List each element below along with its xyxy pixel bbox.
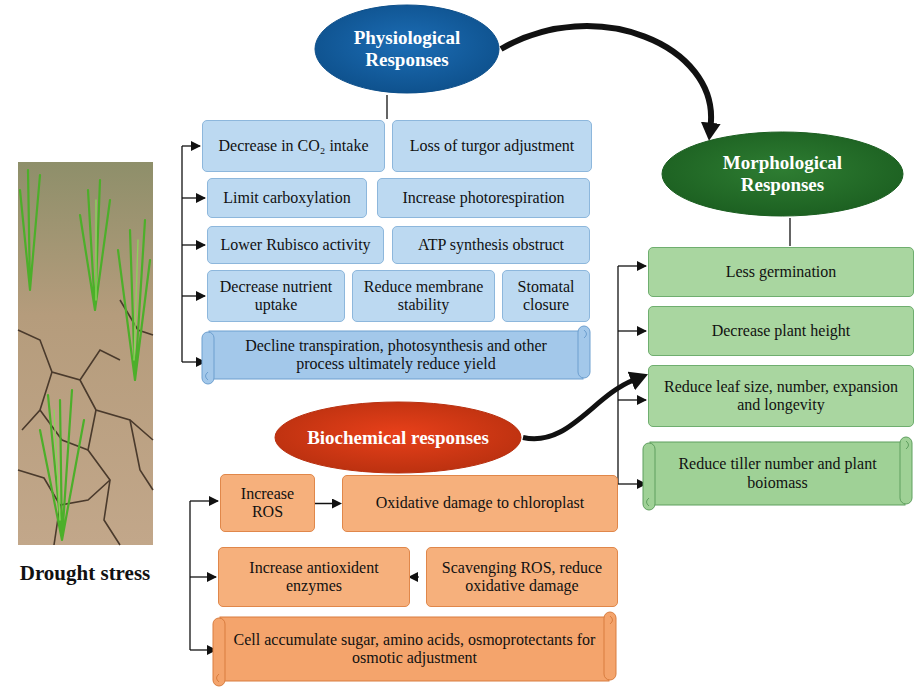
physiological-box: Decrease in CO₂ intake [202, 120, 385, 172]
node-text: Limit carboxylation [223, 189, 351, 207]
physiological-box: Decrease nutrient uptake [207, 270, 345, 322]
node-text: ATP synthesis obstruct [418, 236, 564, 254]
arrow-connector [410, 576, 418, 578]
node-text: Decrease plant height [712, 322, 851, 340]
node-text: Reduce leaf size, number, expansion and … [655, 378, 907, 415]
node-text: Cell accumulate sugar, amino acids, osmo… [231, 631, 598, 668]
biochemical-box: Scavenging ROS, reduce oxidative damage [426, 547, 618, 607]
node-text: Loss of turgor adjustment [410, 137, 575, 155]
node-text: Decline transpiration, photosynthesis an… [220, 337, 572, 374]
node-text: Physiological Responses [339, 27, 475, 71]
curved-arrow [523, 380, 633, 439]
category-ellipse: Physiological Responses [313, 3, 501, 95]
node-text: Stomatal closure [509, 278, 583, 315]
biochemical-box: Increase ROS [220, 474, 315, 532]
drought-photo [18, 162, 153, 545]
node-text: Oxidative damage to chloroplast [376, 494, 584, 512]
node-text: Less germination [726, 263, 837, 281]
node-text: Biochemical responses [307, 427, 489, 449]
physiological-box: Increase photorespiration [377, 178, 590, 218]
node-text: Reduce membrane stability [359, 278, 488, 315]
summary-scroll: Cell accumulate sugar, amino acids, osmo… [211, 612, 618, 686]
node-text: Increase photorespiration [402, 189, 564, 207]
node-text: Lower Rubisco activity [220, 236, 370, 254]
physiological-box: Limit carboxylation [207, 178, 367, 218]
physiological-box: Loss of turgor adjustment [392, 120, 592, 172]
summary-scroll: Decline transpiration, photosynthesis an… [200, 326, 592, 384]
summary-scroll: Reduce tiller number and plant boiomass [641, 437, 914, 510]
category-ellipse: Biochemical responses [273, 400, 523, 475]
node-text: Increase ROS [227, 485, 308, 522]
morphological-box: Less germination [648, 247, 914, 297]
morphological-box: Reduce leaf size, number, expansion and … [648, 365, 914, 427]
node-text: Decrease nutrient uptake [214, 278, 338, 315]
node-text: Decrease in CO₂ intake [219, 137, 369, 155]
physiological-box: Lower Rubisco activity [207, 226, 384, 264]
biochemical-box: Oxidative damage to chloroplast [342, 475, 618, 532]
node-text: Increase antioxident enzymes [225, 559, 403, 596]
biochemical-box: Increase antioxident enzymes [218, 547, 410, 607]
curved-arrow [501, 26, 711, 125]
physiological-box: ATP synthesis obstruct [392, 226, 590, 264]
physiological-box: Stomatal closure [502, 270, 590, 322]
node-text: Reduce tiller number and plant boiomass [661, 455, 894, 492]
node-text: Morphological Responses [686, 152, 879, 196]
arrow-connector [315, 503, 333, 505]
category-ellipse: Morphological Responses [660, 130, 905, 218]
caption-label: Drought stress [12, 560, 158, 587]
node-text: Scavenging ROS, reduce oxidative damage [433, 559, 611, 596]
morphological-box: Decrease plant height [648, 306, 914, 356]
physiological-box: Reduce membrane stability [352, 270, 495, 322]
